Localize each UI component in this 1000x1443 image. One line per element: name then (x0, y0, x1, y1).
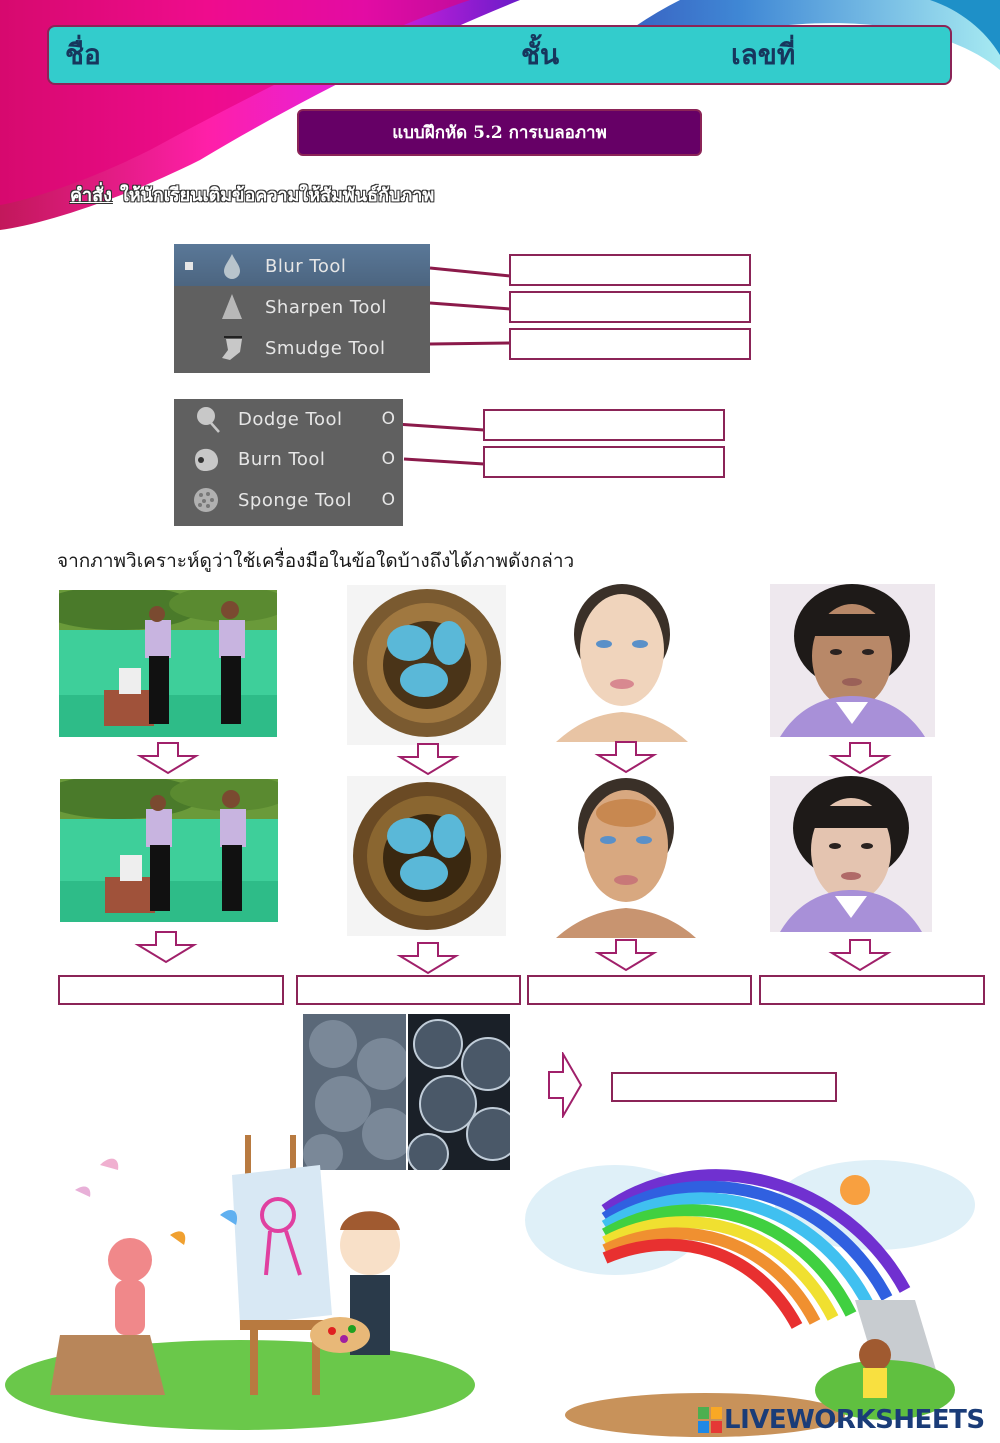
tool-row-smudge[interactable]: Smudge Tool (174, 330, 430, 366)
instruction-text: ให้นักเรียนเติมข้อความให้สัมพันธ์กับภาพ (119, 185, 435, 206)
analysis-question: จากภาพวิเคราะห์ดูว่าใช้เครื่องมือในข้อใด… (57, 550, 575, 572)
burn-tool-answer-input[interactable] (483, 446, 725, 478)
down-arrow-icon (134, 931, 198, 964)
instruction-lead: คำสั่ง (70, 185, 112, 206)
number-label: เลขที่ (731, 38, 796, 71)
blueberries-comparison-photo (303, 1014, 510, 1170)
exercise-title: แบบฝึกหัด 5.2 การเบลอภาพ (297, 109, 702, 156)
garden-students-photo-after (60, 779, 278, 922)
student-portrait-after (770, 776, 932, 932)
tool-panel-dodge-group: Dodge Tool O Burn Tool O Sponge Tool O (174, 399, 403, 526)
garden-students-photo-before (59, 590, 277, 737)
girl-painting-illustration (5, 1135, 475, 1430)
blur-drop-icon (224, 254, 240, 279)
down-arrow-icon (594, 939, 658, 972)
shortcut-key: O (381, 490, 395, 510)
tool-label: Blur Tool (265, 255, 347, 277)
tool-row-dodge[interactable]: Dodge Tool O (174, 401, 403, 437)
tool-label: Sharpen Tool (265, 296, 387, 318)
bird-nest-photo-after (347, 776, 506, 936)
pair-2-answer-input[interactable] (296, 975, 521, 1005)
sharpen-tool-answer-input[interactable] (509, 291, 751, 323)
student-info-bar: ชื่อ ชั้น เลขที่ (47, 25, 952, 85)
sponge-icon (194, 488, 218, 512)
down-arrow-icon (828, 939, 892, 972)
bird-nest-photo-before (347, 585, 506, 745)
smudge-finger-icon (222, 336, 242, 360)
pair-3-answer-input[interactable] (527, 975, 752, 1005)
shortcut-key: O (381, 449, 395, 469)
student-portrait-before (770, 584, 935, 737)
down-arrow-icon (396, 743, 460, 776)
instruction: คำสั่ง ให้นักเรียนเติมข้อความให้สัมพันธ์ก… (70, 180, 434, 209)
sharpen-cone-icon (222, 294, 242, 319)
blur-tool-answer-input[interactable] (509, 254, 751, 286)
blueberry-answer-input[interactable] (611, 1072, 837, 1102)
tool-panel-blur-group: Blur Tool Sharpen Tool Smudge Tool (174, 244, 430, 373)
dodge-lollipop-icon (197, 407, 220, 433)
burn-hand-icon (195, 448, 218, 471)
liveworksheets-logo-icon (698, 1407, 722, 1433)
tool-row-blur[interactable]: Blur Tool (174, 249, 430, 283)
selected-indicator-icon (185, 262, 193, 270)
name-label: ชื่อ (65, 38, 101, 71)
pair-1-answer-input[interactable] (58, 975, 284, 1005)
pair-4-answer-input[interactable] (759, 975, 985, 1005)
tool-row-burn[interactable]: Burn Tool O (174, 441, 403, 477)
class-label: ชั้น (521, 38, 560, 71)
tool-row-sharpen[interactable]: Sharpen Tool (174, 289, 430, 325)
liveworksheets-watermark: LIVEWORKSHEETS (698, 1405, 985, 1435)
tool-label: Sponge Tool (238, 489, 352, 511)
tool-label: Dodge Tool (238, 408, 343, 430)
tool-label: Smudge Tool (265, 337, 386, 359)
dodge-tool-answer-input[interactable] (483, 409, 725, 441)
rainbow-illustration (525, 1160, 975, 1437)
right-arrow-icon (548, 1052, 583, 1118)
down-arrow-icon (136, 742, 200, 775)
down-arrow-icon (396, 942, 460, 975)
selected-row-highlight (174, 244, 430, 286)
watermark-text: LIVEWORKSHEETS (724, 1405, 985, 1435)
woman-face-photo-after (556, 778, 696, 938)
tool-row-sponge[interactable]: Sponge Tool O (174, 482, 403, 518)
shortcut-key: O (381, 409, 395, 429)
smudge-tool-answer-input[interactable] (509, 328, 751, 360)
down-arrow-icon (828, 742, 892, 775)
woman-face-photo-before (556, 584, 688, 742)
tool-label: Burn Tool (238, 448, 326, 470)
down-arrow-icon (594, 741, 658, 774)
